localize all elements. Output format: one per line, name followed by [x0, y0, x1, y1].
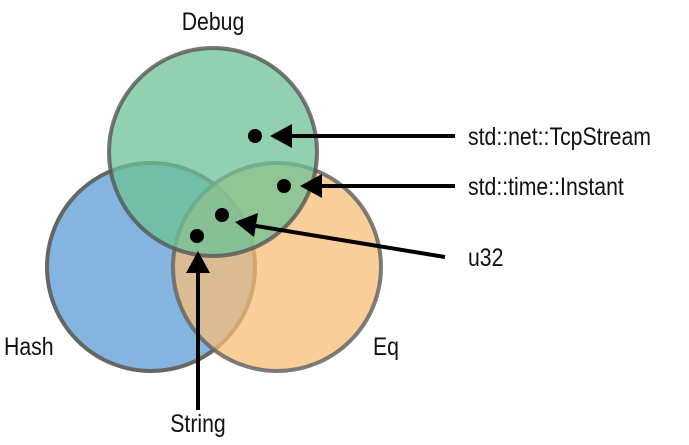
tcpstream-dot — [248, 129, 262, 143]
u32-dot — [215, 208, 229, 222]
debug-circle — [107, 46, 319, 258]
u32-label: u32 — [468, 243, 503, 271]
string-dot — [190, 229, 204, 243]
instant-arrow — [300, 174, 455, 198]
instant-dot — [277, 179, 291, 193]
hash-label: Hash — [4, 332, 54, 360]
u32-arrow — [235, 213, 446, 259]
eq-label: Eq — [373, 332, 399, 360]
tcpstream-label: std::net::TcpStream — [468, 122, 651, 150]
instant-label: std::time::Instant — [468, 172, 624, 200]
tcpstream-arrow — [270, 124, 455, 148]
string-arrow — [186, 251, 210, 410]
debug-label: Debug — [182, 7, 245, 35]
string-label: String — [170, 409, 225, 437]
